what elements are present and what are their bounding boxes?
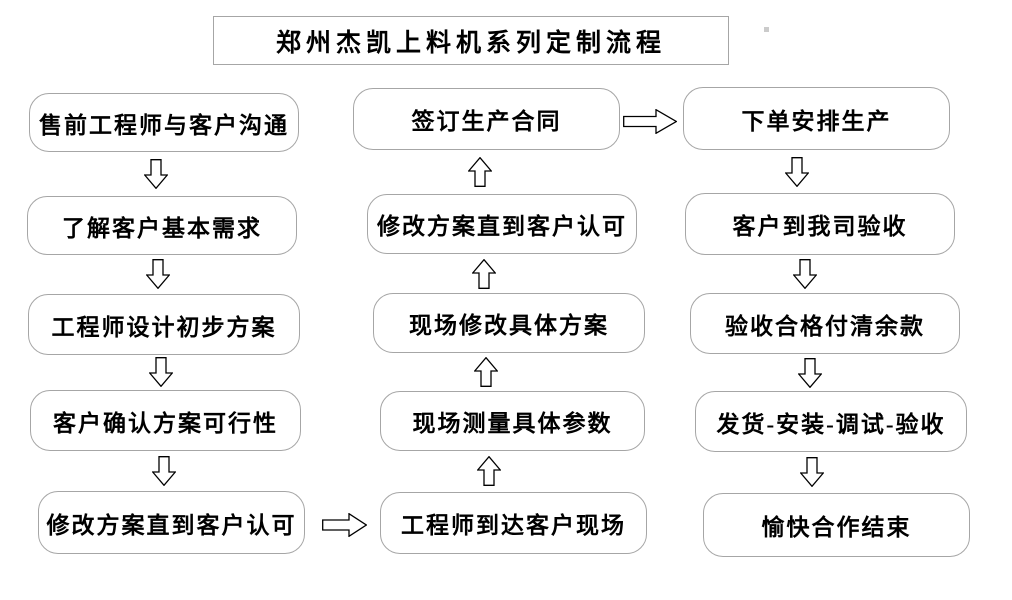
down-arrow-icon: [144, 159, 168, 189]
flow-step-middle-4: 现场测量具体参数: [380, 391, 645, 451]
down-arrow-icon: [798, 358, 822, 388]
flow-step-middle-2: 修改方案直到客户认可: [367, 194, 637, 254]
down-arrow-icon: [800, 457, 824, 487]
down-arrow-icon: [149, 357, 173, 387]
flow-step-left-2: 了解客户基本需求: [27, 196, 297, 255]
flow-step-right-3: 验收合格付清余款: [690, 293, 960, 354]
right-arrow-icon: [623, 109, 677, 134]
down-arrow-icon: [793, 259, 817, 289]
up-arrow-icon: [472, 259, 496, 289]
up-arrow-icon: [474, 357, 498, 387]
flow-step-right-2: 客户到我司验收: [685, 193, 955, 255]
flowchart-title: 郑州杰凯上料机系列定制流程: [275, 29, 666, 57]
flow-step-right-5: 愉快合作结束: [703, 493, 970, 557]
flow-step-left-4: 客户确认方案可行性: [30, 390, 301, 451]
flow-step-right-4: 发货-安装-调试-验收: [695, 391, 967, 452]
flow-step-middle-5: 工程师到达客户现场: [380, 492, 647, 554]
flow-step-left-1: 售前工程师与客户沟通: [29, 93, 299, 152]
down-arrow-icon: [146, 259, 170, 289]
artifact-dot: [764, 27, 769, 32]
up-arrow-icon: [477, 456, 501, 486]
flowchart-title-box: 郑州杰凯上料机系列定制流程: [213, 16, 729, 65]
flow-step-middle-3: 现场修改具体方案: [373, 293, 645, 353]
up-arrow-icon: [468, 157, 492, 187]
flow-step-left-3: 工程师设计初步方案: [28, 294, 300, 355]
down-arrow-icon: [785, 157, 809, 187]
flow-step-right-1: 下单安排生产: [683, 87, 950, 150]
flow-step-left-5: 修改方案直到客户认可: [38, 491, 305, 554]
flow-step-middle-1: 签订生产合同: [353, 88, 620, 150]
down-arrow-icon: [152, 456, 176, 486]
right-arrow-icon: [322, 513, 367, 537]
